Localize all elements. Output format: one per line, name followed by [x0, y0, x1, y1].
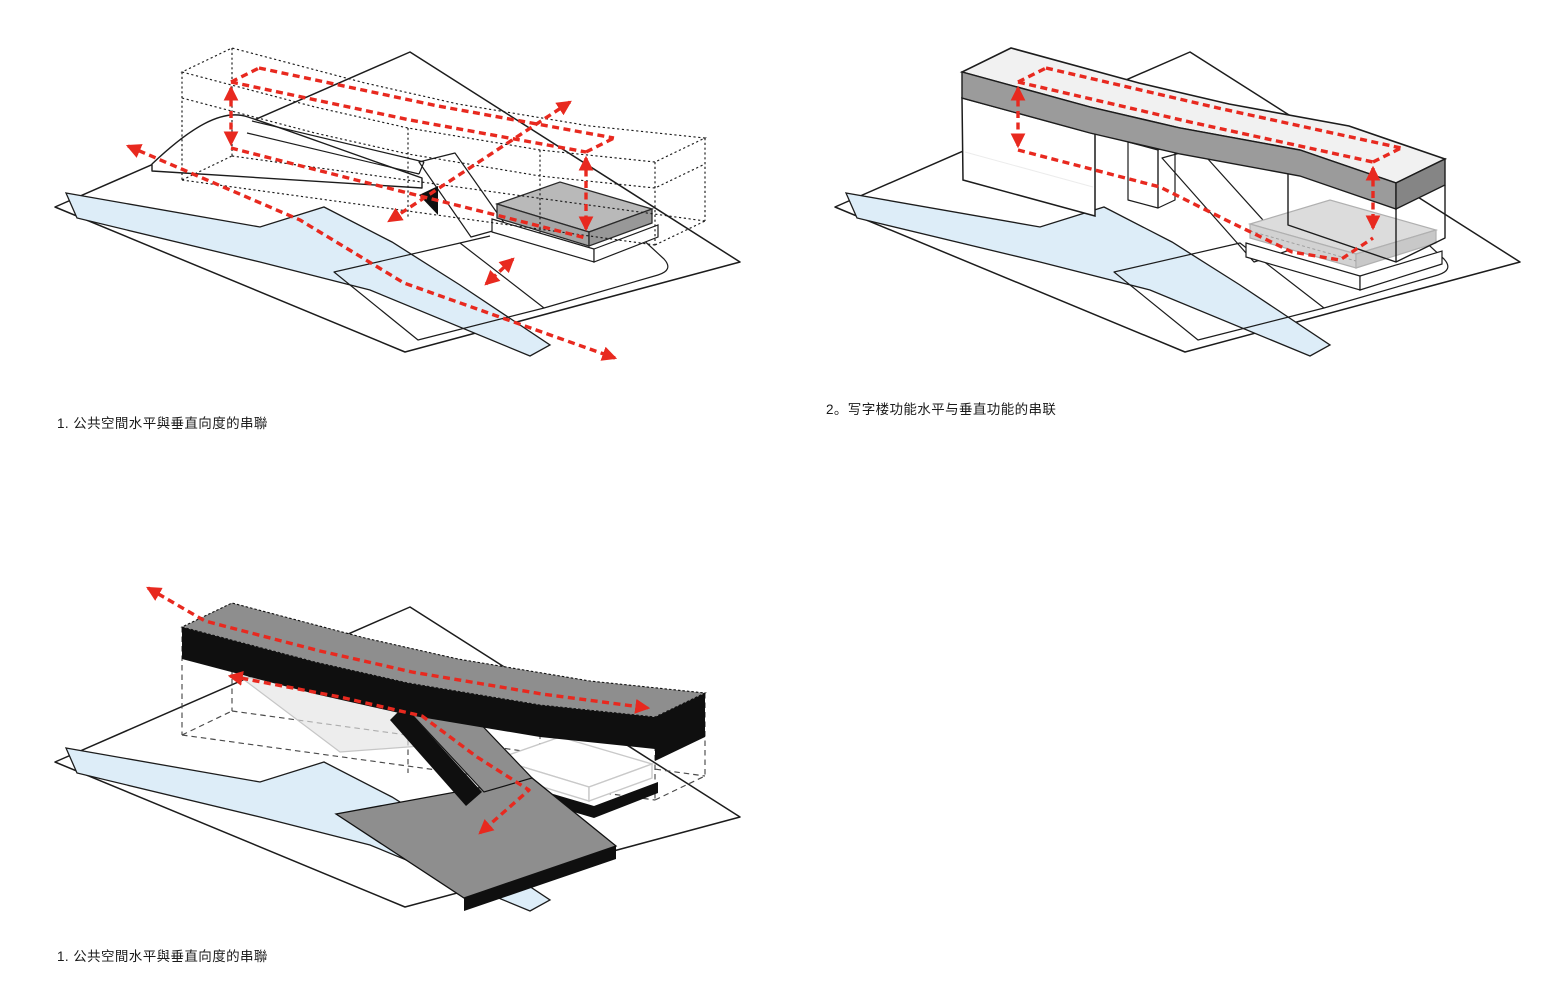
- figure3-caption: 1. 公共空間水平與垂直向度的串聯: [57, 949, 268, 964]
- roof-spine-arrow: [146, 586, 651, 714]
- ramp-flow-arrow: [227, 671, 531, 835]
- plaza-link-arrow: [484, 257, 515, 286]
- site-flow-arrow: [125, 144, 618, 361]
- axon-diagram-solid-building: [834, 47, 1521, 357]
- figure-circulation-spine: [40, 545, 760, 965]
- water-strip: [844, 192, 1332, 357]
- plaza: [1113, 234, 1449, 341]
- figure2-caption: 2。写字楼功能水平与垂直功能的串联: [826, 402, 1057, 417]
- podium-slab: [1245, 199, 1443, 291]
- red-circulation-arrows: [125, 66, 618, 361]
- red-circulation-loop: [1010, 66, 1402, 262]
- building-bar: [959, 47, 1448, 263]
- roof-fascia-end: [1395, 157, 1446, 211]
- plaza-edge-black-band: [464, 846, 616, 911]
- figure-office-function-volume: [805, 20, 1535, 420]
- water-strip: [64, 192, 552, 357]
- cross-view-arrow: [387, 100, 572, 223]
- glass-end-volume: [1287, 172, 1446, 263]
- figure-public-space-envelope: [40, 20, 750, 440]
- axon-diagram-circulation-spine: [54, 586, 741, 912]
- figure1-caption: 1. 公共空間水平與垂直向度的串聯: [57, 416, 268, 431]
- red-circulation-arrows: [146, 586, 651, 835]
- axon-diagram-dashed-envelope: [54, 47, 741, 361]
